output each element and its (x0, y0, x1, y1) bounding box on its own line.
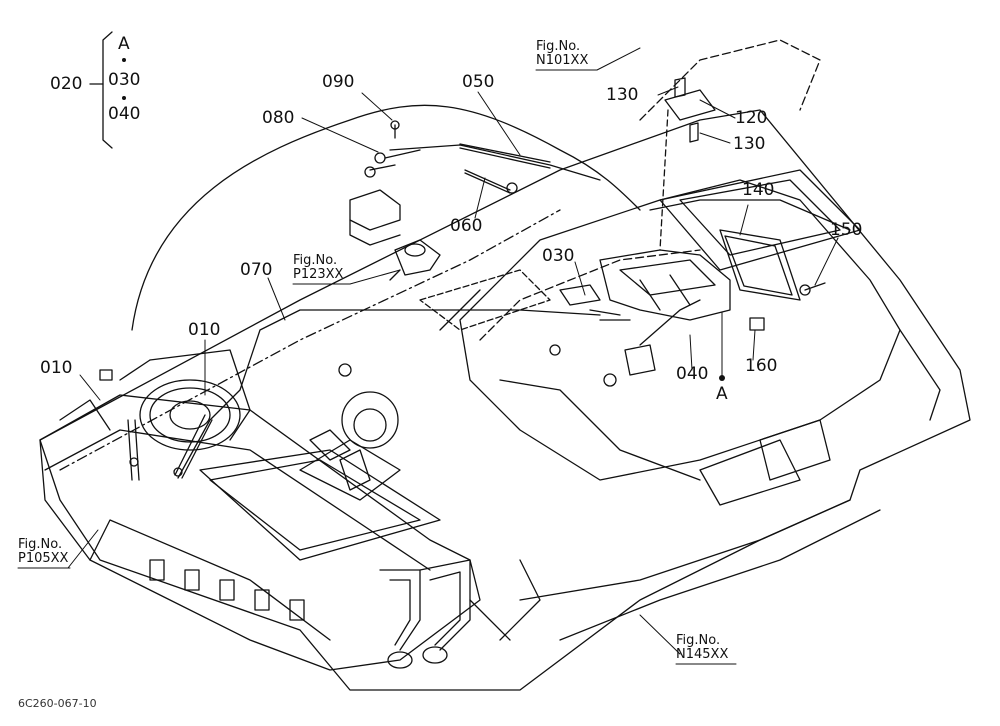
cables-050-060 (364, 120, 601, 194)
key-dot-2 (122, 96, 126, 100)
hoses (379, 559, 471, 669)
fig-ref-n101-code: N101XX (536, 53, 589, 68)
control-panel (559, 229, 826, 376)
heater-unit (39, 349, 481, 671)
fig-ref-p105: Fig.No. P105XX (18, 538, 68, 566)
callout-a: A (716, 384, 728, 404)
bracket-120 (659, 77, 716, 251)
fig-ref-p105-label: Fig.No. (18, 537, 63, 552)
fig-ref-p123-code: P123XX (293, 267, 344, 282)
fig-ref-n145-code: N145XX (676, 647, 729, 662)
callout-080: 080 (262, 108, 295, 128)
drawing-code: 6C260-067-10 (18, 697, 97, 710)
cables-010 (59, 104, 641, 481)
key-item-030: 030 (108, 70, 141, 90)
callout-010-left: 010 (40, 358, 73, 378)
fig-ref-n145: Fig.No. N145XX (676, 634, 728, 662)
fig-ref-n145-label: Fig.No. (676, 633, 721, 648)
valve-assembly (349, 189, 441, 281)
fig-ref-n101-label: Fig.No. (536, 39, 581, 54)
key-bracket (89, 31, 113, 149)
callout-160: 160 (745, 356, 778, 376)
fig-underlines (17, 69, 737, 665)
callout-130-top: 130 (606, 85, 639, 105)
callout-070: 070 (240, 260, 273, 280)
callout-030: 030 (542, 246, 575, 266)
fig-ref-p105-code: P105XX (18, 551, 69, 566)
callout-090: 090 (322, 72, 355, 92)
callout-040: 040 (676, 364, 709, 384)
fig-ref-p123: Fig.No. P123XX (293, 254, 343, 282)
fig-ref-p123-label: Fig.No. (293, 253, 338, 268)
callout-120: 120 (735, 108, 768, 128)
leader-lines (67, 47, 839, 655)
callout-050: 050 (462, 72, 495, 92)
callout-130-bottom: 130 (733, 134, 766, 154)
key-item-040: 040 (108, 104, 141, 124)
floor-platform (39, 39, 971, 691)
callout-a-dot (719, 375, 725, 381)
fig-ref-n101: Fig.No. N101XX (536, 40, 588, 68)
callout-060: 060 (450, 216, 483, 236)
key-dot-1 (122, 58, 126, 62)
key-letter-a: A (118, 34, 130, 54)
callout-150: 150 (830, 220, 863, 240)
callout-140: 140 (742, 180, 775, 200)
key-group-number: 020 (50, 74, 83, 94)
callout-010-right: 010 (188, 320, 221, 340)
